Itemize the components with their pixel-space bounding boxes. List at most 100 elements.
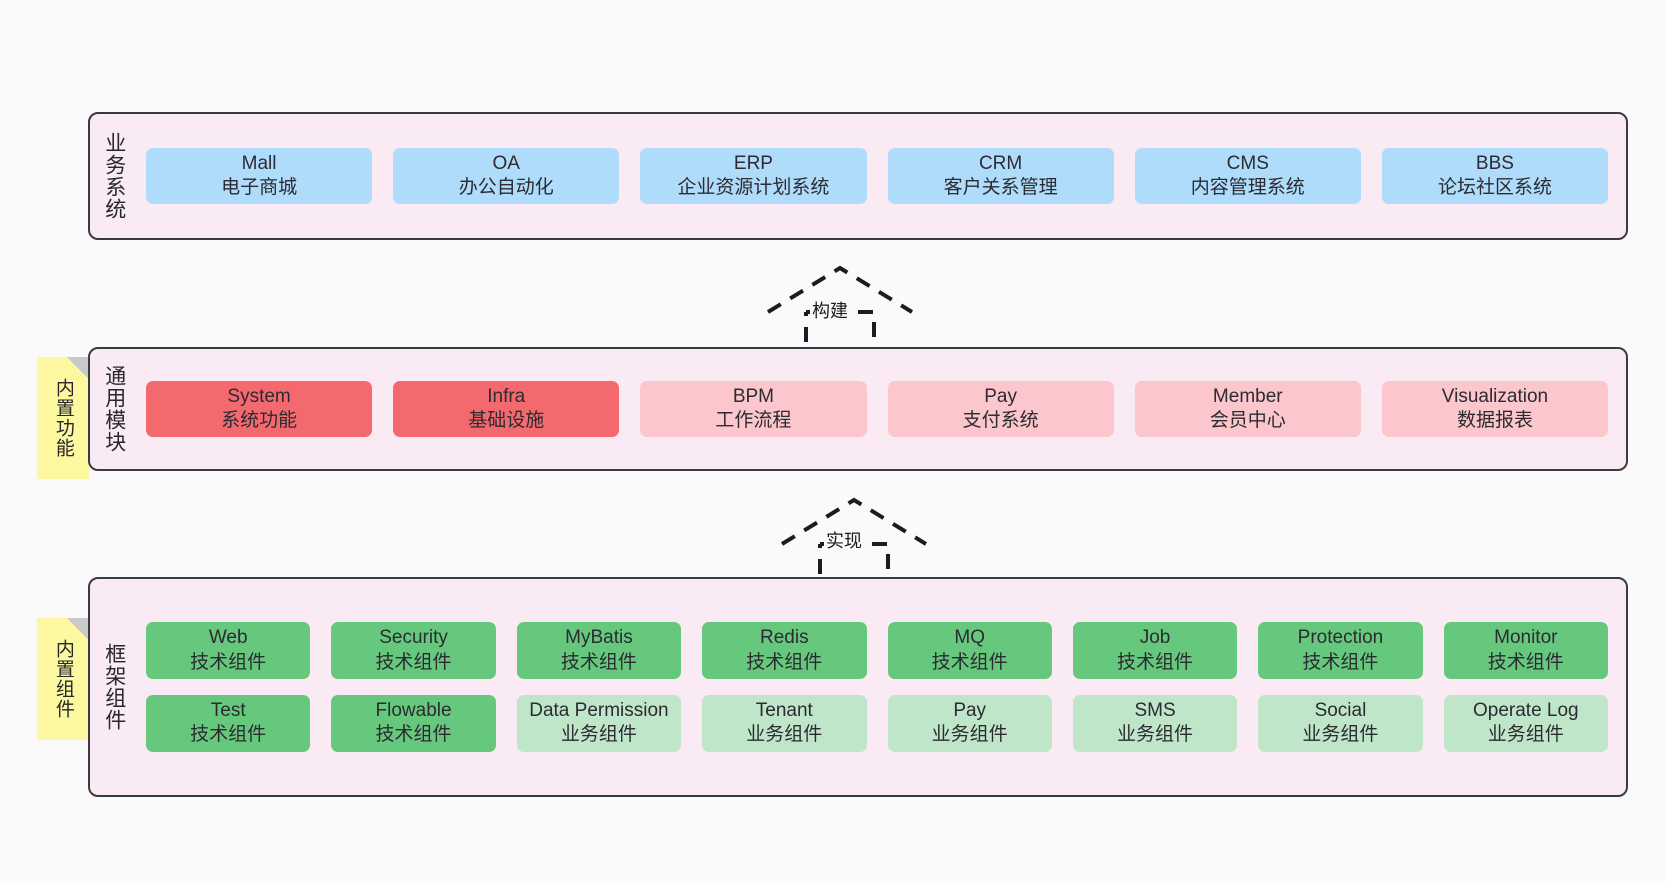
- note-label: 内置组件: [52, 639, 74, 719]
- component-subtitle: 论坛社区系统: [1437, 177, 1552, 198]
- component-name: Visualization: [1441, 385, 1549, 407]
- component-card-operate-log[interactable]: Operate Log 业务组件: [1443, 695, 1608, 752]
- component-subtitle: 数据报表: [1456, 410, 1533, 431]
- component-name: Pay: [984, 385, 1017, 407]
- layer-framework-component: 框架组件 Web 技术组件 Security 技术组件 MyBatis 技术组件…: [88, 577, 1628, 797]
- layer-common-module: 通用模块 System 系统功能 Infra 基础设施 BPM 工作流程 Pay…: [88, 347, 1628, 471]
- component-card-test[interactable]: Test 技术组件: [146, 695, 311, 752]
- component-card-infra[interactable]: Infra 基础设施: [393, 380, 620, 438]
- component-card-pay[interactable]: Pay 支付系统: [887, 380, 1114, 438]
- layer-title-business-system: 业务系统: [102, 132, 126, 220]
- component-card-oa[interactable]: OA 办公自动化: [393, 147, 620, 205]
- component-name: Redis: [760, 627, 809, 649]
- component-card-bbs[interactable]: BBS 论坛社区系统: [1381, 147, 1609, 205]
- component-subtitle: 工作流程: [715, 410, 792, 431]
- component-name: Test: [210, 700, 246, 721]
- component-card-protection[interactable]: Protection 技术组件: [1258, 622, 1423, 679]
- component-subtitle: 技术组件: [746, 651, 823, 673]
- component-name: Flowable: [375, 700, 452, 721]
- connector-build: 构建: [760, 262, 920, 352]
- note-builtin-component: 内置组件: [37, 618, 89, 740]
- component-name: Job: [1139, 627, 1171, 649]
- component-row: System 系统功能 Infra 基础设施 BPM 工作流程 Pay 支付系统…: [146, 380, 1609, 438]
- layer-body-business-system: Mall 电子商城 OA 办公自动化 ERP 企业资源计划系统 CRM 客户关系…: [138, 114, 1626, 238]
- component-card-web[interactable]: Web 技术组件: [146, 622, 311, 679]
- component-subtitle: 企业资源计划系统: [677, 177, 830, 198]
- layer-title-common-module: 通用模块: [102, 365, 126, 453]
- component-name: SMS: [1134, 700, 1176, 721]
- component-name: MQ: [954, 627, 985, 649]
- component-card-job[interactable]: Job 技术组件: [1072, 622, 1238, 679]
- component-row: Web 技术组件 Security 技术组件 MyBatis 技术组件 Redi…: [146, 622, 1608, 679]
- component-subtitle: 技术组件: [190, 724, 267, 746]
- component-card-flowable[interactable]: Flowable 技术组件: [331, 695, 496, 752]
- component-card-security[interactable]: Security 技术组件: [331, 622, 496, 679]
- component-name: Data Permission: [529, 700, 669, 721]
- component-subtitle: 客户关系管理: [943, 177, 1058, 198]
- component-subtitle: 业务组件: [931, 724, 1008, 746]
- component-subtitle: 业务组件: [1117, 724, 1194, 746]
- component-card-mq[interactable]: MQ 技术组件: [887, 622, 1052, 679]
- component-subtitle: 业务组件: [746, 724, 823, 746]
- component-name: Member: [1212, 385, 1283, 407]
- component-subtitle: 技术组件: [560, 651, 637, 673]
- component-subtitle: 技术组件: [375, 724, 452, 746]
- component-card-social[interactable]: Social 业务组件: [1258, 695, 1423, 752]
- layer-title-framework-component: 框架组件: [102, 643, 126, 731]
- component-card-visualization[interactable]: Visualization 数据报表: [1381, 380, 1609, 438]
- component-subtitle: 办公自动化: [458, 177, 554, 198]
- note-label: 内置功能: [52, 378, 74, 458]
- component-name: System: [227, 385, 291, 407]
- component-name: OA: [492, 152, 520, 174]
- component-subtitle: 系统功能: [221, 410, 298, 431]
- component-subtitle: 技术组件: [1117, 651, 1194, 673]
- component-name: MyBatis: [565, 627, 633, 649]
- component-name: Monitor: [1494, 627, 1558, 649]
- component-name: ERP: [733, 152, 773, 174]
- component-card-bpm[interactable]: BPM 工作流程: [640, 380, 867, 438]
- component-subtitle: 基础设施: [468, 410, 545, 431]
- component-card-redis[interactable]: Redis 技术组件: [702, 622, 867, 679]
- component-name: CRM: [978, 152, 1023, 174]
- component-card-sms[interactable]: SMS 业务组件: [1072, 695, 1238, 752]
- component-name: CMS: [1226, 152, 1269, 174]
- connector-implement: 实现: [774, 494, 934, 584]
- component-subtitle: 内容管理系统: [1190, 177, 1305, 198]
- component-name: BBS: [1475, 152, 1514, 174]
- component-name: Infra: [487, 385, 526, 407]
- component-subtitle: 电子商城: [221, 177, 298, 198]
- component-card-mall[interactable]: Mall 电子商城: [146, 147, 373, 205]
- component-card-pay-business[interactable]: Pay 业务组件: [887, 695, 1052, 752]
- component-name: Operate Log: [1472, 700, 1579, 721]
- component-subtitle: 技术组件: [1487, 651, 1564, 673]
- component-card-system[interactable]: System 系统功能: [146, 380, 373, 438]
- note-builtin-function: 内置功能: [37, 357, 89, 479]
- layer-body-framework-component: Web 技术组件 Security 技术组件 MyBatis 技术组件 Redi…: [138, 579, 1626, 795]
- component-card-data-permission[interactable]: Data Permission 业务组件: [516, 695, 682, 752]
- component-name: Pay: [953, 700, 987, 721]
- component-name: Mall: [241, 152, 277, 174]
- layer-body-common-module: System 系统功能 Infra 基础设施 BPM 工作流程 Pay 支付系统…: [138, 349, 1626, 469]
- component-card-tenant[interactable]: Tenant 业务组件: [702, 695, 867, 752]
- component-subtitle: 业务组件: [1487, 724, 1564, 746]
- component-card-member[interactable]: Member 会员中心: [1134, 380, 1361, 438]
- component-name: BPM: [732, 385, 775, 407]
- component-card-erp[interactable]: ERP 企业资源计划系统: [640, 147, 867, 205]
- component-subtitle: 业务组件: [1302, 724, 1379, 746]
- component-card-cms[interactable]: CMS 内容管理系统: [1134, 147, 1361, 205]
- connector-label-build: 构建: [810, 297, 850, 323]
- layer-business-system: 业务系统 Mall 电子商城 OA 办公自动化 ERP 企业资源计划系统 CRM…: [88, 112, 1628, 240]
- component-card-monitor[interactable]: Monitor 技术组件: [1443, 622, 1608, 679]
- component-name: Web: [208, 627, 248, 649]
- component-subtitle: 技术组件: [1302, 651, 1379, 673]
- component-card-crm[interactable]: CRM 客户关系管理: [887, 147, 1114, 205]
- component-subtitle: 技术组件: [931, 651, 1008, 673]
- component-card-mybatis[interactable]: MyBatis 技术组件: [516, 622, 682, 679]
- component-name: Security: [379, 627, 448, 649]
- component-subtitle: 支付系统: [962, 410, 1039, 431]
- component-row: Mall 电子商城 OA 办公自动化 ERP 企业资源计划系统 CRM 客户关系…: [146, 147, 1609, 205]
- component-name: Tenant: [755, 700, 813, 721]
- component-subtitle: 会员中心: [1209, 410, 1286, 431]
- component-row: Test 技术组件 Flowable 技术组件 Data Permission …: [146, 695, 1608, 752]
